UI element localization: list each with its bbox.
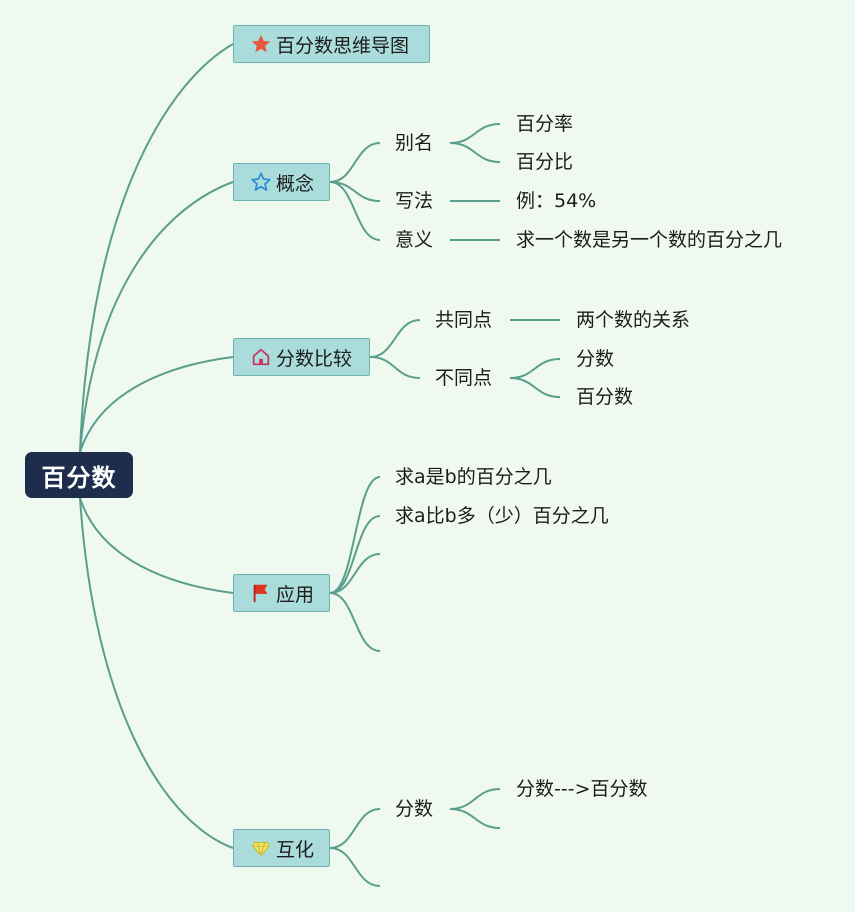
root-label: 百分数 <box>41 463 117 492</box>
link-alias-2 <box>449 142 501 163</box>
house-icon <box>250 346 272 368</box>
branch-compare[interactable]: 分数比较 <box>233 338 370 376</box>
concept-meaning-value[interactable]: 求一个数是另一个数的百分之几 <box>516 229 783 251</box>
diamond-icon <box>250 837 272 859</box>
convert-fraction-item-1[interactable]: 分数--->百分数 <box>516 778 648 800</box>
branch-convert-label: 互化 <box>276 838 315 861</box>
compare-diff-item-2[interactable]: 百分数 <box>576 386 634 408</box>
concept-alias-item-1[interactable]: 百分率 <box>516 113 574 135</box>
link-fraction-1 <box>449 788 501 810</box>
branch-convert[interactable]: 互化 <box>233 829 330 867</box>
branch-concept[interactable]: 概念 <box>233 163 330 201</box>
apply-item-2[interactable]: 求a比b多（少）百分之几 <box>395 505 609 527</box>
link-diff-2 <box>509 377 561 398</box>
flag-icon <box>250 582 272 604</box>
concept-alias-item-2[interactable]: 百分比 <box>516 151 574 173</box>
concept-notation-label[interactable]: 写法 <box>395 190 434 212</box>
compare-diff-label[interactable]: 不同点 <box>435 367 493 389</box>
link-convert-empty <box>329 847 381 887</box>
link-diff-1 <box>509 358 561 379</box>
compare-same-label[interactable]: 共同点 <box>435 309 493 331</box>
link-root-concept <box>79 181 234 453</box>
link-compare-same <box>369 319 421 358</box>
link-compare-diff <box>369 356 421 379</box>
link-apply-4 <box>329 592 381 652</box>
link-root-apply <box>79 497 234 594</box>
link-root-compare <box>79 356 234 453</box>
link-root-title <box>79 43 234 453</box>
link-fraction-2 <box>449 808 501 829</box>
star-filled-icon <box>250 33 272 55</box>
branch-compare-label: 分数比较 <box>276 347 353 370</box>
link-apply-1 <box>329 476 381 594</box>
concept-alias-label[interactable]: 别名 <box>395 132 434 154</box>
branch-title-label: 百分数思维导图 <box>276 34 410 57</box>
link-apply-2 <box>329 515 381 594</box>
link-concept-meaning <box>329 181 381 241</box>
apply-item-1[interactable]: 求a是b的百分之几 <box>395 466 552 488</box>
link-root-convert <box>79 497 234 849</box>
convert-fraction-label[interactable]: 分数 <box>395 798 434 820</box>
star-outline-icon <box>250 171 272 193</box>
concept-notation-value[interactable]: 例：54% <box>516 190 597 212</box>
link-convert-fraction <box>329 808 381 849</box>
compare-diff-item-1[interactable]: 分数 <box>576 348 615 370</box>
concept-meaning-label[interactable]: 意义 <box>395 229 434 251</box>
link-alias-1 <box>449 123 501 144</box>
branch-apply-label: 应用 <box>276 583 315 606</box>
branch-apply[interactable]: 应用 <box>233 574 330 612</box>
branch-concept-label: 概念 <box>276 172 315 195</box>
branch-title[interactable]: 百分数思维导图 <box>233 25 430 63</box>
link-apply-3 <box>329 553 381 594</box>
compare-same-value[interactable]: 两个数的关系 <box>576 309 691 331</box>
root-node[interactable]: 百分数 <box>25 452 133 498</box>
link-concept-alias <box>329 142 381 183</box>
